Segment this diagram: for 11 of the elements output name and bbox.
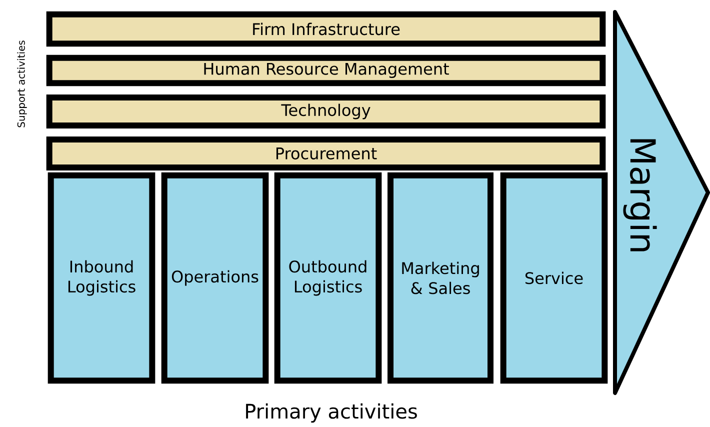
support-bar: Firm Infrastructure — [46, 11, 606, 47]
activity-box: Marketing & Sales — [388, 172, 494, 384]
side-label: Support activities — [17, 40, 27, 128]
activity-box: Service — [500, 172, 608, 384]
support-bar: Human Resource Management — [46, 54, 606, 86]
activity-box: Outbound Logistics — [274, 172, 382, 384]
support-bar: Technology — [46, 94, 606, 128]
support-bar: Procurement — [46, 136, 606, 170]
activity-box: Inbound Logistics — [48, 172, 156, 384]
bottom-label: Primary activities — [246, 403, 417, 423]
activity-box: Operations — [161, 172, 269, 384]
